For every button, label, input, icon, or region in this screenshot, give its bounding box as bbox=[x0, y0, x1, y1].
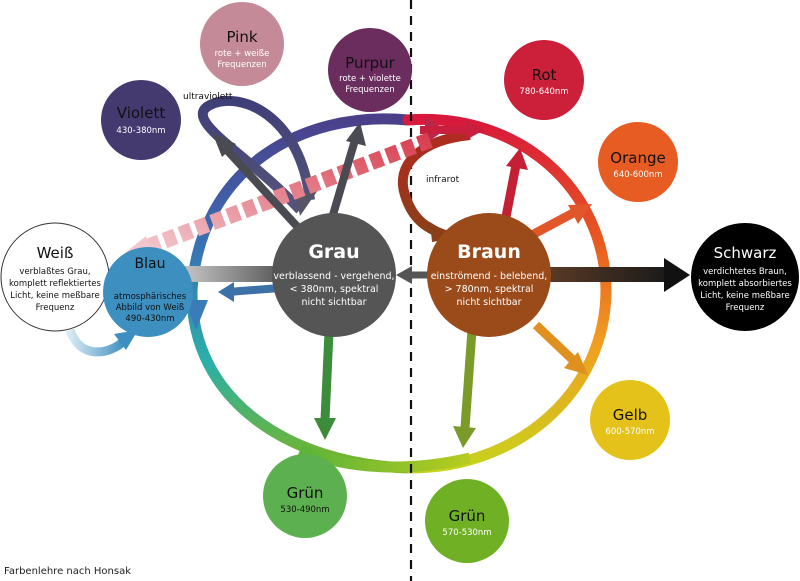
weiss-circle bbox=[0, 222, 110, 332]
gruen-left-circle bbox=[263, 454, 347, 538]
braun-line3: nicht sichtbar bbox=[457, 297, 522, 308]
purpur-line1: rote + violette bbox=[339, 74, 401, 84]
schwarz-arrow bbox=[548, 258, 690, 292]
weiss-line2: komplett reflektiertes bbox=[9, 279, 101, 289]
rot-node: Rot 780-640nm bbox=[504, 40, 584, 120]
weiss-line3: Licht, keine meßbare bbox=[10, 291, 99, 301]
schwarz-line2: komplett absorbiertes bbox=[698, 279, 792, 289]
weiss-title: Weiß bbox=[37, 244, 74, 262]
purpur-dashed-arrow bbox=[212, 116, 484, 144]
blau-node: Blau atmosphärisches Abbild von Weiß 490… bbox=[103, 247, 193, 337]
purpur-circle bbox=[328, 28, 412, 112]
gelb-node: Gelb 600-570nm bbox=[590, 380, 670, 460]
schwarz-line4: Frequenz bbox=[726, 303, 765, 313]
rot-title: Rot bbox=[532, 66, 557, 84]
gelb-circle bbox=[590, 380, 670, 460]
gelb-title: Gelb bbox=[613, 406, 648, 424]
orange-line1: 640-600nm bbox=[613, 170, 662, 180]
orange-node: Orange 640-600nm bbox=[598, 122, 678, 202]
pink-line1: rote + weiße bbox=[215, 49, 270, 59]
pink-title: Pink bbox=[226, 28, 257, 46]
gruen-right-line1: 570-530nm bbox=[442, 528, 491, 538]
orange-title: Orange bbox=[610, 149, 665, 167]
grau-line3: nicht sichtbar bbox=[302, 297, 367, 308]
gruen-right-title: Grün bbox=[449, 507, 486, 525]
grau-circle bbox=[272, 213, 396, 337]
braun-line1: einströmend - belebend, bbox=[431, 271, 548, 282]
gelb-line1: 600-570nm bbox=[605, 427, 654, 437]
pink-node: Pink rote + weiße Frequenzen bbox=[200, 2, 284, 86]
grau-hub: Grau verblassend - vergehend, < 380nm, s… bbox=[272, 213, 396, 337]
gruen-left-line1: 530-490nm bbox=[280, 505, 329, 515]
orange-circle bbox=[598, 122, 678, 202]
weiss-line4: Frequenz bbox=[36, 303, 75, 313]
blau-line3: 490-430nm bbox=[125, 314, 174, 324]
schwarz-circle bbox=[691, 223, 799, 331]
weiss-line1: verblaßtes Grau, bbox=[19, 267, 90, 277]
grau-title: Grau bbox=[308, 241, 359, 263]
gruen-left-node: Grün 530-490nm bbox=[263, 454, 347, 538]
braun-circle bbox=[427, 213, 551, 337]
infrared-label: infrarot bbox=[426, 175, 460, 185]
braun-line2: > 780nm, spektral bbox=[445, 284, 534, 295]
blau-line1: atmosphärisches bbox=[114, 292, 187, 302]
braun-hub: Braun einströmend - belebend, > 780nm, s… bbox=[427, 213, 551, 337]
purpur-title: Purpur bbox=[345, 54, 395, 72]
rot-line1: 780-640nm bbox=[519, 87, 568, 97]
schwarz-title: Schwarz bbox=[714, 244, 777, 262]
blau-line2: Abbild von Weiß bbox=[116, 303, 185, 313]
gruen-left-title: Grün bbox=[287, 484, 324, 502]
pink-circle bbox=[200, 2, 284, 86]
grau-line2: < 380nm, spektral bbox=[290, 284, 379, 295]
ultraviolet-label: ultraviolett bbox=[183, 92, 233, 102]
schwarz-line3: Licht, keine meßbare bbox=[700, 291, 789, 301]
weiss-node: Weiß verblaßtes Grau, komplett reflektie… bbox=[0, 222, 110, 332]
violett-circle bbox=[101, 80, 181, 160]
weiss-blau-arrow bbox=[65, 328, 138, 357]
blau-title: Blau bbox=[135, 256, 166, 272]
violett-node: Violett 430-380nm bbox=[101, 80, 181, 160]
purpur-node: Purpur rote + violette Frequenzen bbox=[328, 28, 412, 112]
schwarz-node: Schwarz verdichtetes Braun, komplett abs… bbox=[691, 223, 799, 331]
rot-circle bbox=[504, 40, 584, 120]
schwarz-line1: verdichtetes Braun, bbox=[703, 267, 787, 277]
violett-line1: 430-380nm bbox=[116, 126, 165, 136]
pink-line2: Frequenzen bbox=[217, 60, 266, 70]
grau-line1: verblassend - vergehend, bbox=[273, 271, 394, 282]
braun-title: Braun bbox=[457, 241, 521, 263]
braun-arrows bbox=[396, 148, 592, 448]
caption: Farbenlehre nach Honsak bbox=[4, 566, 131, 577]
gruen-right-circle bbox=[425, 479, 509, 563]
grau-arrows bbox=[212, 122, 366, 440]
gruen-right-node: Grün 570-530nm bbox=[425, 479, 509, 563]
purpur-line2: Frequenzen bbox=[345, 85, 394, 95]
violett-title: Violett bbox=[117, 104, 166, 122]
blau-circle bbox=[103, 247, 193, 337]
